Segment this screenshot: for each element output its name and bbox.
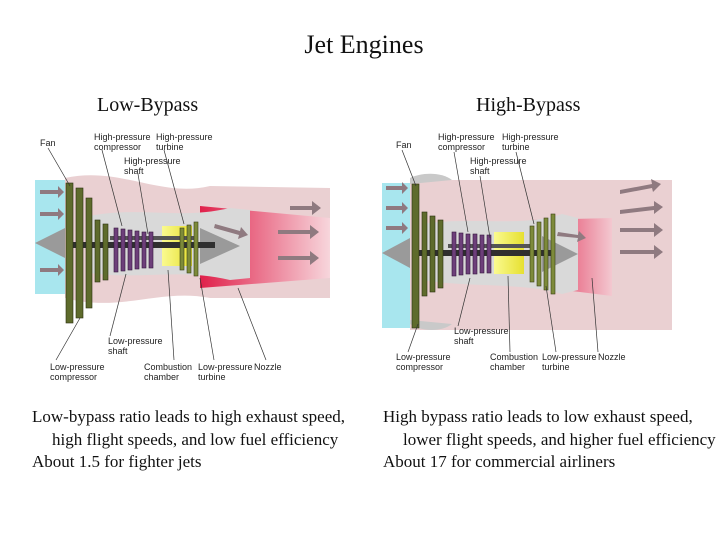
label-hpc-1: High-pressure: [438, 132, 495, 142]
label-hpt-1: High-pressure: [156, 132, 213, 142]
label-lpc-2: compressor: [50, 372, 97, 382]
label-lpt-2: turbine: [198, 372, 226, 382]
label-comb-2: chamber: [144, 372, 179, 382]
label-hpc-2: compressor: [438, 142, 485, 152]
turbine-blades: [529, 213, 556, 295]
high-bypass-engine-diagram: Fan High-pressure compressor High-pressu…: [382, 132, 672, 372]
label-nozzle: Nozzle: [598, 352, 626, 362]
turbine-blades: [179, 221, 199, 277]
high-bypass-description: High bypass ratio leads to low exhaust s…: [383, 406, 723, 474]
label-comb-1: Combustion: [490, 352, 538, 362]
label-lpc-1: Low-pressure: [50, 362, 105, 372]
high-bypass-heading: High-Bypass: [476, 94, 581, 116]
label-nozzle: Nozzle: [254, 362, 282, 372]
label-hps-1: High-pressure: [124, 156, 181, 166]
low-bypass-desc-2: About 1.5 for fighter jets: [32, 452, 202, 471]
label-lps-1: Low-pressure: [108, 336, 163, 346]
label-hps-1: High-pressure: [470, 156, 527, 166]
label-hpt-2: turbine: [156, 142, 184, 152]
nacelle-top: [410, 173, 452, 184]
low-bypass-engine-diagram: Fan High-pressure compressor High-pressu…: [35, 132, 330, 382]
label-hps-2: shaft: [470, 166, 490, 176]
label-fan: Fan: [40, 138, 56, 148]
label-lps-2: shaft: [454, 336, 474, 346]
label-fan: Fan: [396, 140, 412, 150]
flow-arrows: [386, 179, 663, 259]
hp-compressor-blades: [113, 227, 154, 273]
high-bypass-desc-1: High bypass ratio leads to low exhaust s…: [383, 407, 716, 449]
slide-title: Jet Engines: [304, 30, 424, 59]
label-hpt-1: High-pressure: [502, 132, 559, 142]
low-bypass-heading: Low-Bypass: [97, 94, 199, 116]
hp-compressor-blades: [451, 231, 492, 277]
label-hpc-2: compressor: [94, 142, 141, 152]
low-bypass-desc-1: Low-bypass ratio leads to high exhaust s…: [32, 407, 346, 449]
label-hps-2: shaft: [124, 166, 144, 176]
label-lpt-1: Low-pressure: [542, 352, 597, 362]
label-comb-2: chamber: [490, 362, 525, 372]
label-lps-1: Low-pressure: [454, 326, 509, 336]
tail-cone: [200, 228, 240, 264]
label-hpc-1: High-pressure: [94, 132, 151, 142]
label-lps-2: shaft: [108, 346, 128, 356]
label-comb-1: Combustion: [144, 362, 192, 372]
label-lpc-2: compressor: [396, 362, 443, 372]
low-bypass-description: Low-bypass ratio leads to high exhaust s…: [32, 406, 372, 474]
label-lpt-2: turbine: [542, 362, 570, 372]
leader-lines: [47, 147, 267, 361]
high-bypass-desc-2: About 17 for commercial airliners: [383, 452, 616, 471]
leader-lines: [401, 149, 599, 353]
nose-cone: [35, 228, 65, 258]
flow-arrows: [40, 186, 321, 276]
nose-cone: [382, 238, 410, 268]
nacelle-bottom: [410, 320, 452, 330]
label-hpt-2: turbine: [502, 142, 530, 152]
label-lpt-1: Low-pressure: [198, 362, 253, 372]
fan-blades: [65, 182, 109, 324]
label-lpc-1: Low-pressure: [396, 352, 451, 362]
